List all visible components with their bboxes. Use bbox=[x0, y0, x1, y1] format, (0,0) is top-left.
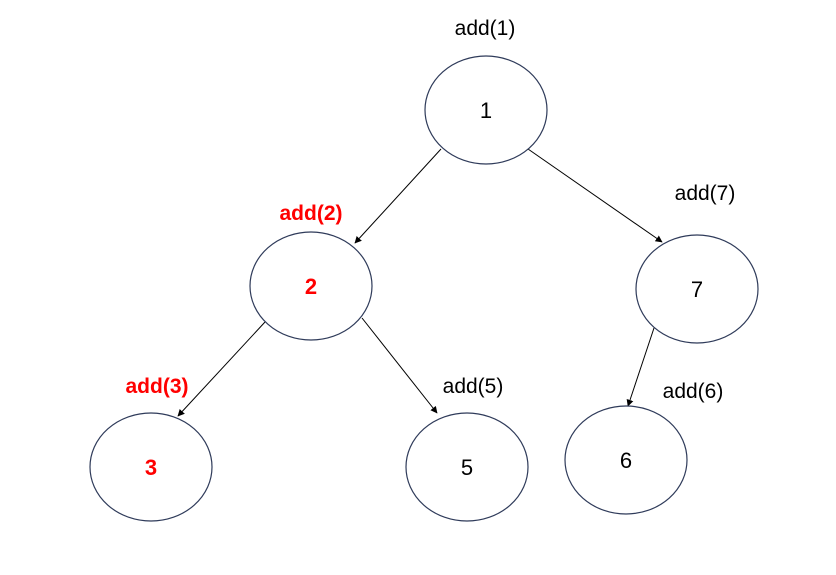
call-label-add-1: add(1) bbox=[455, 17, 516, 40]
edge-1-to-2 bbox=[354, 148, 442, 244]
call-label-add-7: add(7) bbox=[675, 182, 736, 205]
edge-2-to-5 bbox=[361, 317, 438, 414]
edge-2-to-3 bbox=[177, 321, 266, 417]
tree-node-1: 1 bbox=[424, 55, 548, 165]
node-value: 7 bbox=[691, 277, 703, 302]
node-value: 3 bbox=[145, 455, 157, 480]
edges bbox=[177, 148, 663, 417]
node-value: 5 bbox=[461, 455, 473, 480]
node-circle bbox=[635, 234, 759, 344]
call-labels: add(1) add(2) add(7) add(3) add(5) add(6… bbox=[126, 17, 736, 403]
tree-node-7: 7 bbox=[635, 234, 759, 344]
edge-7-to-6 bbox=[626, 327, 655, 407]
tree-node-2: 2 bbox=[249, 231, 373, 341]
call-label-add-2: add(2) bbox=[280, 202, 343, 225]
nodes: 1 2 7 3 5 6 bbox=[89, 55, 759, 522]
node-circle bbox=[424, 55, 548, 165]
node-circle bbox=[249, 231, 373, 341]
node-circle bbox=[564, 405, 688, 515]
edge-1-to-7 bbox=[527, 148, 663, 243]
call-label-add-6: add(6) bbox=[663, 380, 724, 403]
node-value: 1 bbox=[480, 98, 492, 123]
node-value: 2 bbox=[305, 274, 317, 299]
call-label-add-5: add(5) bbox=[443, 375, 504, 398]
tree-node-6: 6 bbox=[564, 405, 688, 515]
tree-node-3: 3 bbox=[89, 412, 213, 522]
node-circle bbox=[89, 412, 213, 522]
tree-node-5: 5 bbox=[405, 412, 529, 522]
node-value: 6 bbox=[620, 448, 632, 473]
call-label-add-3: add(3) bbox=[126, 375, 189, 398]
node-circle bbox=[405, 412, 529, 522]
